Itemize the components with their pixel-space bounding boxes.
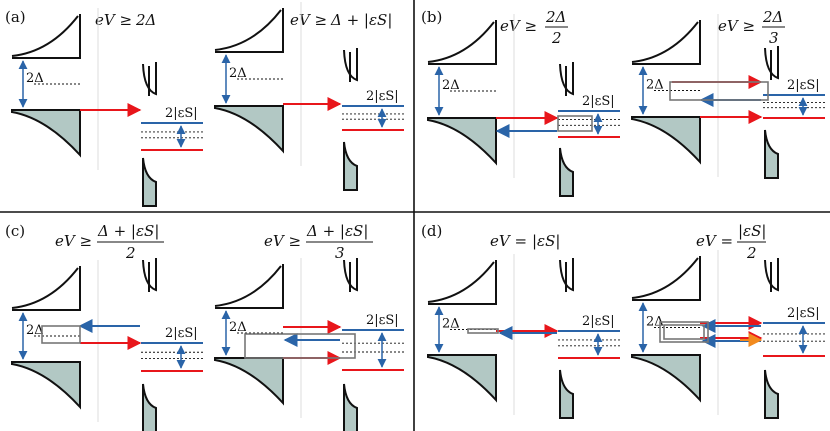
condition-c1-num: Δ + |εS| [97, 222, 159, 240]
diagram-c2: 2Δ 2|εS| [214, 258, 404, 431]
left-filled-band [427, 117, 497, 166]
left-upper-dos-curve [214, 264, 284, 309]
andreev-loop-box [244, 333, 356, 359]
condition-d1-value: |εS| [532, 232, 560, 250]
diagram-a2: 2Δ 2|εS| [214, 2, 404, 191]
right-upper-dos [764, 258, 779, 292]
condition-d1: eV = [490, 232, 527, 250]
condition-c1-den: 2 [125, 244, 136, 262]
panel-b-label: (b) [421, 8, 442, 26]
left-upper-dos-curve [11, 266, 81, 311]
right-upper-dos [343, 258, 358, 292]
right-upper-dos [343, 48, 358, 82]
right-upper-dos [764, 46, 779, 80]
level-label: 2|εS| [366, 313, 399, 328]
level-label: 2|εS| [165, 326, 198, 341]
left-upper-dos-curve [11, 14, 81, 59]
right-lower-dos [559, 369, 574, 419]
diagram-b1: 2Δ 2|εS| [427, 14, 620, 197]
andreev-loop-box [659, 321, 709, 343]
diagram-d2: 2Δ2|εS| [631, 250, 825, 419]
gap-label: 2Δ [646, 78, 664, 93]
level-label: 2|εS| [366, 89, 399, 104]
left-filled-band [11, 361, 81, 410]
left-filled-band [11, 109, 81, 158]
condition-c1: eV ≥ [55, 232, 92, 250]
gap-label: 2Δ [229, 320, 247, 335]
level-label: 2|εS| [582, 314, 615, 329]
right-lower-dos [343, 383, 358, 431]
right-lower-dos [142, 157, 157, 207]
right-upper-dos [559, 62, 574, 96]
andreev-loop-box [669, 81, 769, 101]
condition-b2: eV ≥ [718, 17, 755, 35]
condition-a1: eV ≥ [95, 11, 132, 29]
left-upper-dos-curve [631, 256, 701, 301]
condition-c2-den: 3 [335, 244, 345, 262]
andreev-loop-box [41, 325, 81, 344]
level-label: 2|εS| [165, 106, 198, 121]
level-label: 2|εS| [787, 306, 820, 321]
andreev-loop-box [663, 324, 705, 340]
andreev-loop-box [557, 115, 593, 132]
diagram-c1: 2Δ 2|εS| [11, 258, 203, 431]
diagram-d1: 2Δ 2|εS| [427, 254, 620, 419]
diagram-a1: 2Δ 2|εS| [11, 8, 203, 207]
left-upper-dos-curve [427, 20, 497, 65]
right-upper-dos [559, 258, 574, 292]
left-filled-band [214, 357, 284, 406]
diagram-b2: 2Δ 2|εS| [631, 14, 825, 179]
condition-a1-value: 2Δ [135, 11, 156, 29]
panel-a-label: (a) [5, 8, 26, 26]
gap-label: 2Δ [26, 323, 44, 338]
left-filled-band [214, 105, 284, 154]
condition-b1-den: 2 [551, 29, 562, 47]
left-filled-band [631, 116, 701, 165]
left-upper-dos-curve [214, 8, 284, 53]
level-label: 2|εS| [787, 78, 820, 93]
condition-b1: eV ≥ [500, 17, 537, 35]
andreev-loop-box [467, 328, 499, 334]
right-lower-dos [764, 369, 779, 419]
panel-c-label: (c) [5, 222, 25, 240]
condition-b2-den: 3 [769, 29, 779, 47]
condition-d2: eV = [696, 232, 733, 250]
gap-label: 2Δ [229, 66, 247, 81]
level-label: 2|εS| [582, 94, 615, 109]
left-upper-dos-curve [427, 260, 497, 305]
gap-label: 2Δ [442, 317, 460, 332]
condition-b2-num: 2Δ [762, 8, 783, 26]
condition-c2: eV ≥ [264, 232, 301, 250]
gap-label: 2Δ [442, 78, 460, 93]
condition-d2-den: 2 [746, 244, 757, 262]
right-lower-dos [559, 147, 574, 197]
right-upper-dos [142, 62, 157, 96]
condition-c2-num: Δ + |εS| [306, 222, 368, 240]
condition-d2-num: |εS| [738, 222, 766, 240]
right-lower-dos [142, 383, 157, 431]
right-lower-dos [343, 141, 358, 191]
left-upper-dos-curve [631, 20, 701, 65]
left-filled-band [631, 354, 701, 403]
right-upper-dos [142, 258, 157, 292]
right-lower-dos [764, 129, 779, 179]
gap-label: 2Δ [26, 71, 44, 86]
condition-a2-value: Δ + |εS| [330, 11, 392, 29]
condition-b1-num: 2Δ [545, 8, 566, 26]
panel-d-label: (d) [421, 222, 442, 240]
condition-a2: eV ≥ [290, 11, 327, 29]
left-filled-band [427, 354, 497, 403]
